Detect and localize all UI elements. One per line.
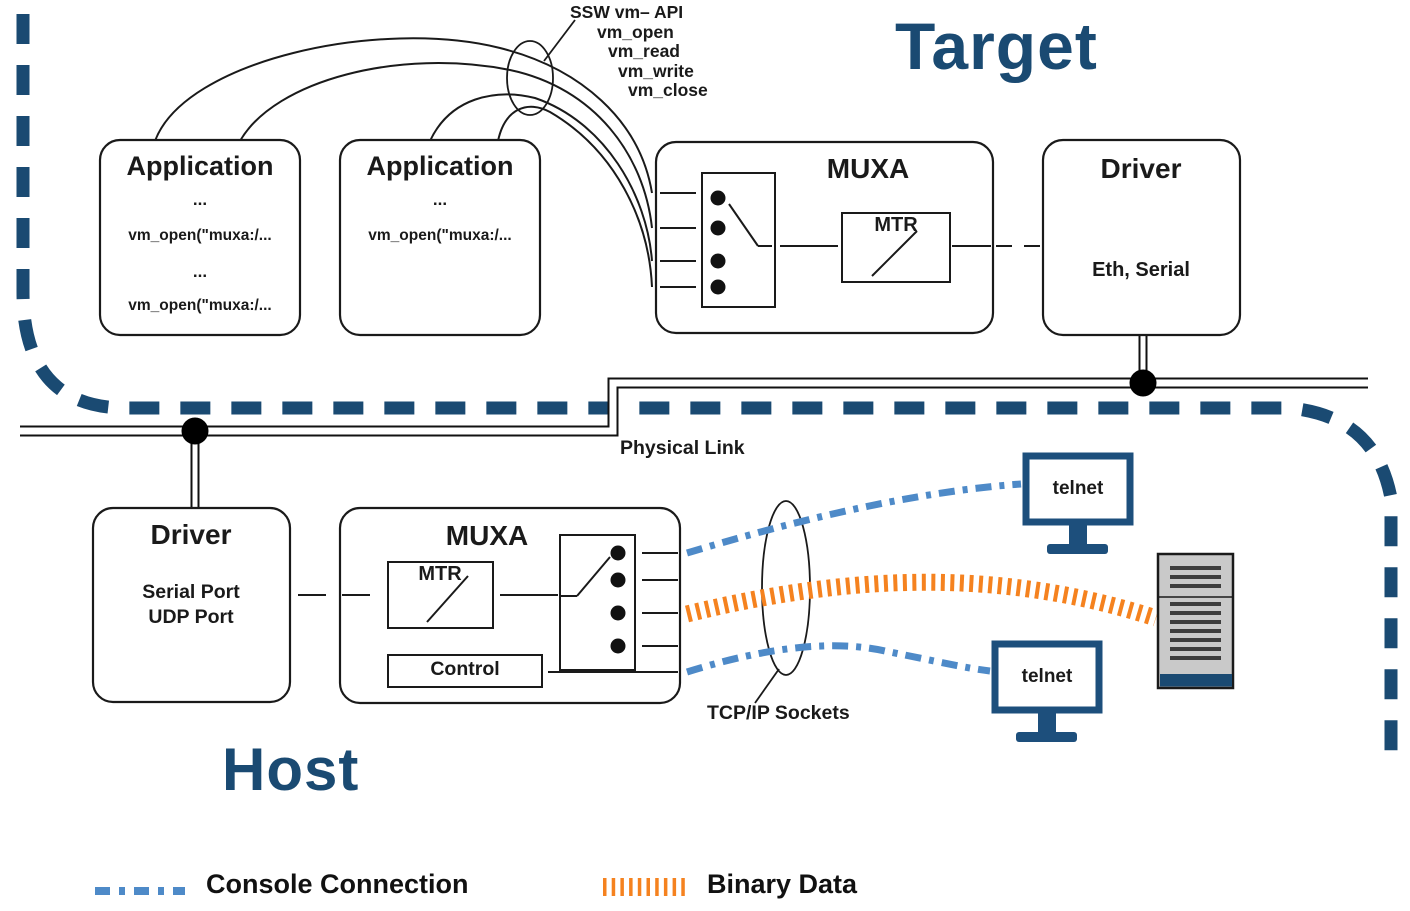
application-box-1 (98, 138, 302, 337)
physical-link-label: Physical Link (620, 437, 745, 459)
api-callout-line: SSW vm– API (570, 2, 684, 22)
telnet-monitor-1 (1022, 452, 1134, 554)
api-callout-pointer (543, 19, 576, 62)
target-muxa-input-lines (660, 192, 696, 288)
host-muxa-title: MUXA (445, 520, 529, 551)
control-label: Control (430, 658, 500, 680)
host-driver-line: UDP Port (148, 606, 234, 628)
host-section-label: Host (222, 736, 360, 803)
bus-junction-dot-host (181, 417, 209, 445)
application2-title: Application (366, 151, 514, 181)
target-host-boundary-line (16, 14, 1398, 764)
host-mtr-box (387, 561, 494, 629)
target-driver-box (1041, 138, 1242, 337)
application-box-2 (338, 138, 542, 337)
api-callout-line: vm_write (618, 60, 694, 81)
host-driver-box (91, 506, 292, 704)
target-mtr-label: MTR (874, 214, 918, 236)
api-callout-line: vm_close (628, 80, 708, 100)
host-muxa-output-lines (642, 552, 678, 647)
target-mtr-needle (871, 230, 918, 277)
application2-body-line: vm_open("muxa:/... (368, 227, 512, 244)
host-driver-title: Driver (150, 519, 232, 550)
binary-data-line (684, 573, 1159, 627)
legend-console-label: Console Connection (206, 869, 469, 899)
tcpip-label: TCP/IP Sockets (707, 702, 850, 724)
api-callout-line: vm_read (608, 41, 680, 61)
telnet2-label: telnet (1021, 666, 1073, 687)
target-muxa-switch (701, 172, 776, 308)
application1-body-line: ... (192, 262, 208, 281)
legend-binary-label: Binary Data (707, 869, 858, 899)
telnet-monitor-2 (991, 640, 1103, 742)
application1-body-line: ... (192, 190, 208, 209)
application1-body-line: vm_open("muxa:/... (128, 297, 272, 314)
target-muxa-title: MUXA (826, 153, 910, 184)
control-box (387, 654, 543, 688)
host-mtr-label: MTR (418, 563, 462, 585)
application1-title: Application (126, 151, 274, 181)
vm-api-call-curves (154, 37, 653, 288)
target-mtr-box (841, 212, 951, 283)
console-connection-top (685, 480, 1022, 557)
api-callout-line: vm_open (597, 21, 674, 42)
tcpip-pointer (754, 668, 780, 704)
bus-junction-dot-target (1129, 369, 1157, 397)
application2-body-line: ... (432, 190, 448, 209)
api-bundle-ellipse (506, 40, 554, 116)
console-connection-bottom (685, 642, 991, 676)
application1-body-line: vm_open("muxa:/... (128, 227, 272, 244)
host-driver-line: Serial Port (142, 581, 240, 603)
host-muxa-switch (559, 534, 636, 671)
host-mtr-needle (426, 575, 469, 623)
server-icon (1156, 552, 1235, 690)
target-section-label: Target (895, 9, 1098, 83)
telnet1-label: telnet (1052, 478, 1104, 499)
api-callout: SSW vm– API vm_open vm_read vm_write vm_… (570, 2, 708, 101)
target-driver-title: Driver (1100, 153, 1182, 184)
target-driver-subtitle: Eth, Serial (1092, 259, 1190, 281)
